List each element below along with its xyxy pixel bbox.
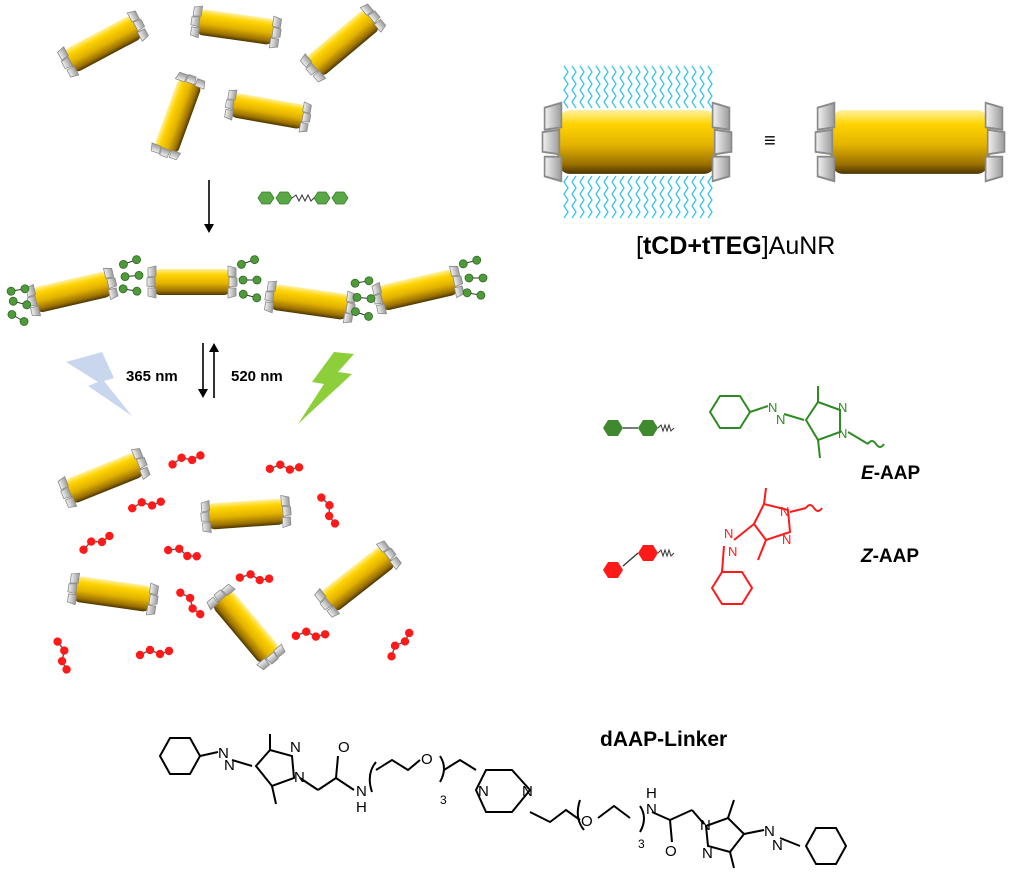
svg-text:N: N (728, 544, 737, 559)
gold-nanorod (199, 494, 293, 534)
z-aap-label: Z-AAP (861, 546, 919, 568)
svg-text:N: N (838, 400, 847, 415)
svg-text:3: 3 (638, 837, 645, 851)
z-aap-icon (603, 545, 675, 578)
uv-lightning-bolt-icon (66, 352, 132, 416)
large-gold-nanorod-simplified (814, 101, 1006, 183)
daap-linker-structure (158, 734, 848, 869)
dispersed-nanorods-bottom (55, 445, 404, 673)
gold-nanorod (65, 571, 161, 617)
svg-text:O: O (338, 739, 350, 756)
svg-text:O: O (581, 813, 593, 830)
svg-text:N: N (724, 526, 733, 541)
svg-text:H: H (646, 785, 657, 802)
svg-text:N: N (224, 757, 235, 774)
svg-text:N: N (290, 739, 301, 756)
z-aap-structure (710, 487, 823, 605)
gold-nanorod (370, 263, 466, 317)
e-suffix: -AAP (873, 463, 921, 484)
e-aap-atoms: N N N N (768, 400, 847, 441)
svg-text:O: O (421, 751, 433, 768)
svg-text:N: N (646, 801, 657, 818)
gold-nanorod (55, 8, 151, 80)
aunr-bracket-open: [ (636, 232, 643, 260)
daap-linker-atoms: N N N N O N H O 3 N N O 3 H N O N N N N (218, 739, 783, 862)
svg-text:N: N (772, 837, 783, 854)
gold-nanorod (204, 581, 288, 673)
equivalence-symbol: ≡ (764, 130, 776, 152)
svg-text:N: N (764, 823, 775, 840)
vis-wavelength-label: 520 nm (231, 368, 283, 385)
gold-nanorod (262, 279, 358, 325)
gold-nanorod (24, 265, 120, 319)
svg-text:H: H (356, 799, 367, 816)
svg-text:N: N (294, 769, 305, 786)
z-suffix: -AAP (872, 546, 920, 567)
z-prefix: Z (861, 546, 873, 567)
gold-nanorod (222, 88, 314, 134)
gold-nanorod (148, 70, 208, 162)
svg-text:N: N (768, 400, 777, 415)
gold-nanorod (312, 538, 404, 620)
svg-text:N: N (478, 783, 489, 800)
gold-nanorod (188, 4, 284, 50)
teg-chains (563, 65, 713, 219)
dispersed-nanorods-top (55, 1, 389, 162)
assembled-nanorod-chain (5, 253, 488, 328)
gold-nanorod (146, 265, 238, 299)
daap-linker-label: dAAP-Linker (600, 728, 728, 751)
aunr-bracket-close: ] (761, 232, 769, 260)
photoswitch-arrows (198, 343, 219, 398)
svg-text:N: N (700, 817, 711, 834)
large-gold-nanorod (541, 101, 733, 183)
aunr-suffix: AuNR (768, 232, 836, 260)
svg-text:3: 3 (440, 793, 447, 807)
gold-nanorod (55, 445, 153, 511)
uv-wavelength-label: 365 nm (126, 368, 178, 385)
e-aap-structure (708, 386, 885, 459)
e-aap-label: E-AAP (861, 463, 920, 485)
functionalized-nanorod-detail (541, 65, 1006, 219)
svg-text:N: N (218, 745, 229, 762)
e-aap-icon (603, 420, 675, 436)
e-prefix: E (861, 463, 874, 484)
aunr-ligands: tCD+tTEG (642, 232, 762, 260)
svg-text:N: N (780, 504, 789, 519)
svg-text:N: N (776, 412, 785, 427)
svg-text:N: N (838, 426, 847, 441)
gold-nanorod (297, 1, 389, 85)
svg-text:O: O (665, 843, 677, 860)
svg-text:N: N (356, 783, 367, 800)
vis-lightning-bolt-icon (298, 352, 354, 424)
e-linker-icon (257, 191, 349, 205)
z-aap-atoms: N N N N (724, 504, 791, 559)
assembly-arrow (204, 180, 214, 233)
svg-text:N: N (782, 532, 791, 547)
svg-text:N: N (702, 845, 713, 862)
aunr-title: [tCD+tTEG]AuNR (636, 232, 835, 261)
svg-text:N: N (522, 783, 533, 800)
